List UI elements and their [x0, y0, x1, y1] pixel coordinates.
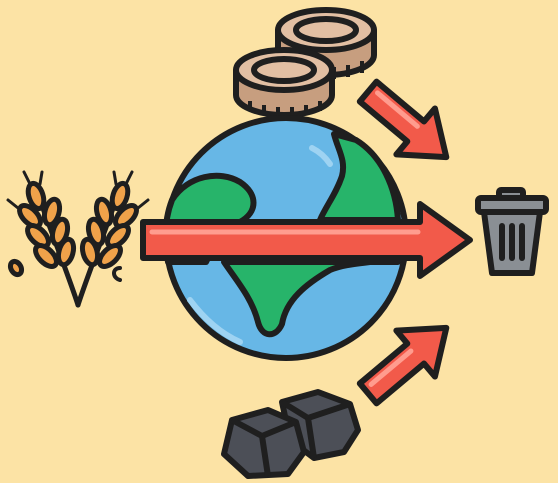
trash-bin-icon [478, 190, 546, 273]
coin-front [236, 50, 332, 117]
